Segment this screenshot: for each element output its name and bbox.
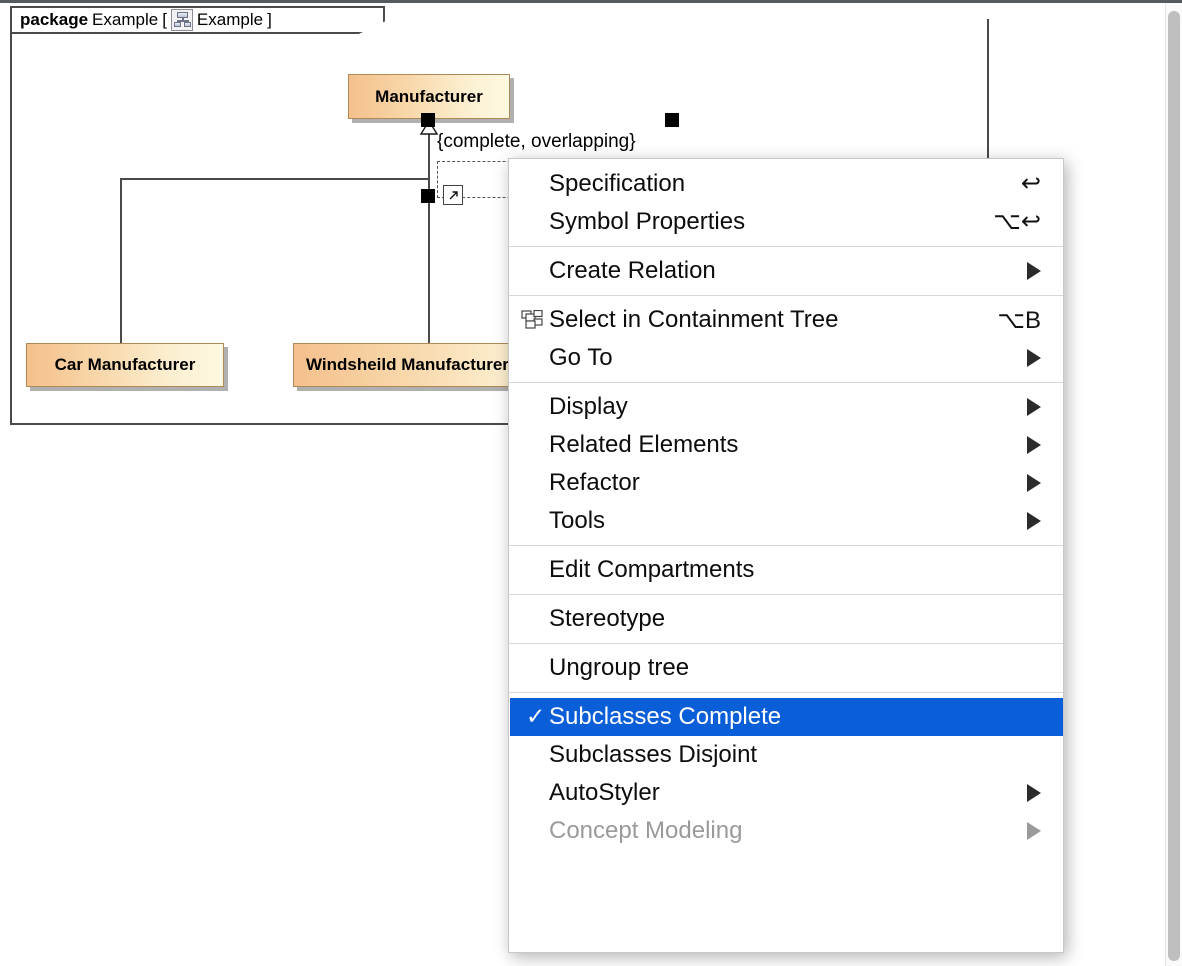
- menu-item-label: Tools: [549, 507, 606, 534]
- menu-separator: [509, 692, 1063, 693]
- generalization-set-constraint: {complete, overlapping}: [437, 131, 636, 152]
- vertical-scrollbar-track[interactable]: [1165, 3, 1182, 966]
- submenu-arrow-icon: [1027, 349, 1041, 367]
- class-name-label: Manufacturer: [375, 86, 483, 106]
- return-key: ↩: [1020, 170, 1041, 197]
- check-icon: ✓: [526, 703, 546, 729]
- menu-item-subclasses-disjoint[interactable]: Subclasses Disjoint: [509, 736, 1063, 774]
- menu-item-label: Specification: [549, 170, 686, 197]
- menu-item-select-in-containment-tree[interactable]: Select in Containment Tree ⌥B: [509, 301, 1063, 339]
- menu-item-related-elements[interactable]: Related Elements: [509, 426, 1063, 464]
- menu-item-label: Subclasses Complete: [549, 703, 782, 730]
- class-name-label: Car Manufacturer: [54, 355, 196, 374]
- bracket-open: [: [162, 10, 167, 29]
- menu-item-subclasses-complete[interactable]: ✓Subclasses Complete: [510, 698, 1063, 736]
- submenu-arrow-icon: [1027, 474, 1041, 492]
- menu-separator: [509, 643, 1063, 644]
- package-name: Example: [92, 10, 159, 29]
- submenu-arrow-icon: [1027, 436, 1041, 454]
- menu-item-label: Subclasses Disjoint: [549, 741, 758, 768]
- menu-item-label: Refactor: [549, 469, 640, 496]
- submenu-arrow-icon: [1027, 784, 1041, 802]
- generalization-branch-left: [120, 178, 122, 344]
- menu-item-stereotype[interactable]: Stereotype: [509, 600, 1063, 638]
- menu-separator: [509, 545, 1063, 546]
- menu-separator: [509, 246, 1063, 247]
- menu-item-label: Stereotype: [549, 605, 666, 632]
- menu-separator: [509, 594, 1063, 595]
- window-top-edge: [0, 0, 1182, 3]
- menu-item-specification[interactable]: Specification ↩: [509, 165, 1063, 203]
- selection-handle-bottom-left[interactable]: [421, 189, 435, 203]
- menu-item-create-relation[interactable]: Create Relation: [509, 252, 1063, 290]
- menu-item-label: Ungroup tree: [549, 654, 690, 681]
- menu-item-label: Symbol Properties: [549, 208, 746, 235]
- menu-item-autostyler[interactable]: AutoStyler: [509, 774, 1063, 812]
- menu-separator: [509, 295, 1063, 296]
- bracket-close: ]: [267, 10, 272, 29]
- menu-item-label: Create Relation: [549, 257, 716, 284]
- vertical-scrollbar-thumb[interactable]: [1168, 11, 1180, 961]
- generalization-trunk: [428, 125, 430, 180]
- menu-item-display[interactable]: Display: [509, 388, 1063, 426]
- open-in-new-icon[interactable]: [443, 185, 463, 205]
- menu-item-edit-compartments[interactable]: Edit Compartments: [509, 551, 1063, 589]
- menu-item-label: Display: [549, 393, 628, 420]
- menu-item-symbol-properties[interactable]: Symbol Properties ⌥↩: [509, 203, 1063, 241]
- menu-item-ungroup-tree[interactable]: Ungroup tree: [509, 649, 1063, 687]
- containment-tree-icon: [521, 310, 545, 330]
- menu-item-label: Go To: [549, 344, 613, 371]
- menu-item-label: Concept Modeling: [549, 817, 743, 844]
- selection-handle-top-right[interactable]: [665, 113, 679, 127]
- menu-separator: [509, 382, 1063, 383]
- menu-item-concept-modeling: Concept Modeling: [509, 812, 1063, 850]
- menu-item-tools[interactable]: Tools: [509, 502, 1063, 540]
- menu-item-label: AutoStyler: [549, 779, 660, 806]
- generalization-branch-right: [428, 178, 430, 344]
- generalization-triangle-icon: [420, 121, 438, 135]
- menu-item-go-to[interactable]: Go To: [509, 339, 1063, 377]
- package-diagram-name: Example: [196, 10, 264, 29]
- package-header-content: package Example [ Example ]: [20, 7, 272, 33]
- submenu-arrow-icon: [1027, 262, 1041, 280]
- class-box-manufacturer[interactable]: Manufacturer: [348, 74, 510, 119]
- submenu-arrow-icon: [1027, 512, 1041, 530]
- submenu-arrow-icon: [1027, 822, 1041, 840]
- package-header-tab[interactable]: [10, 6, 385, 34]
- option-b-key: ⌥B: [997, 306, 1041, 334]
- menu-item-refactor[interactable]: Refactor: [509, 464, 1063, 502]
- option-return-key: ⌥↩: [993, 208, 1041, 235]
- class-diagram-icon: [170, 9, 193, 31]
- package-keyword: package: [20, 10, 89, 29]
- context-menu[interactable]: Specification ↩ Symbol Properties ⌥↩ Create …: [508, 158, 1064, 953]
- menu-item-label: Select in Containment Tree: [549, 306, 839, 333]
- submenu-arrow-icon: [1027, 398, 1041, 416]
- generalization-crossbar: [120, 178, 430, 180]
- menu-item-label: Related Elements: [549, 431, 739, 458]
- selection-handle-top-left[interactable]: [421, 113, 435, 127]
- menu-item-label: Edit Compartments: [549, 556, 755, 583]
- class-name-label: Windsheild Manufacturer: [306, 355, 509, 374]
- class-box-car-manufacturer[interactable]: Car Manufacturer: [26, 343, 224, 387]
